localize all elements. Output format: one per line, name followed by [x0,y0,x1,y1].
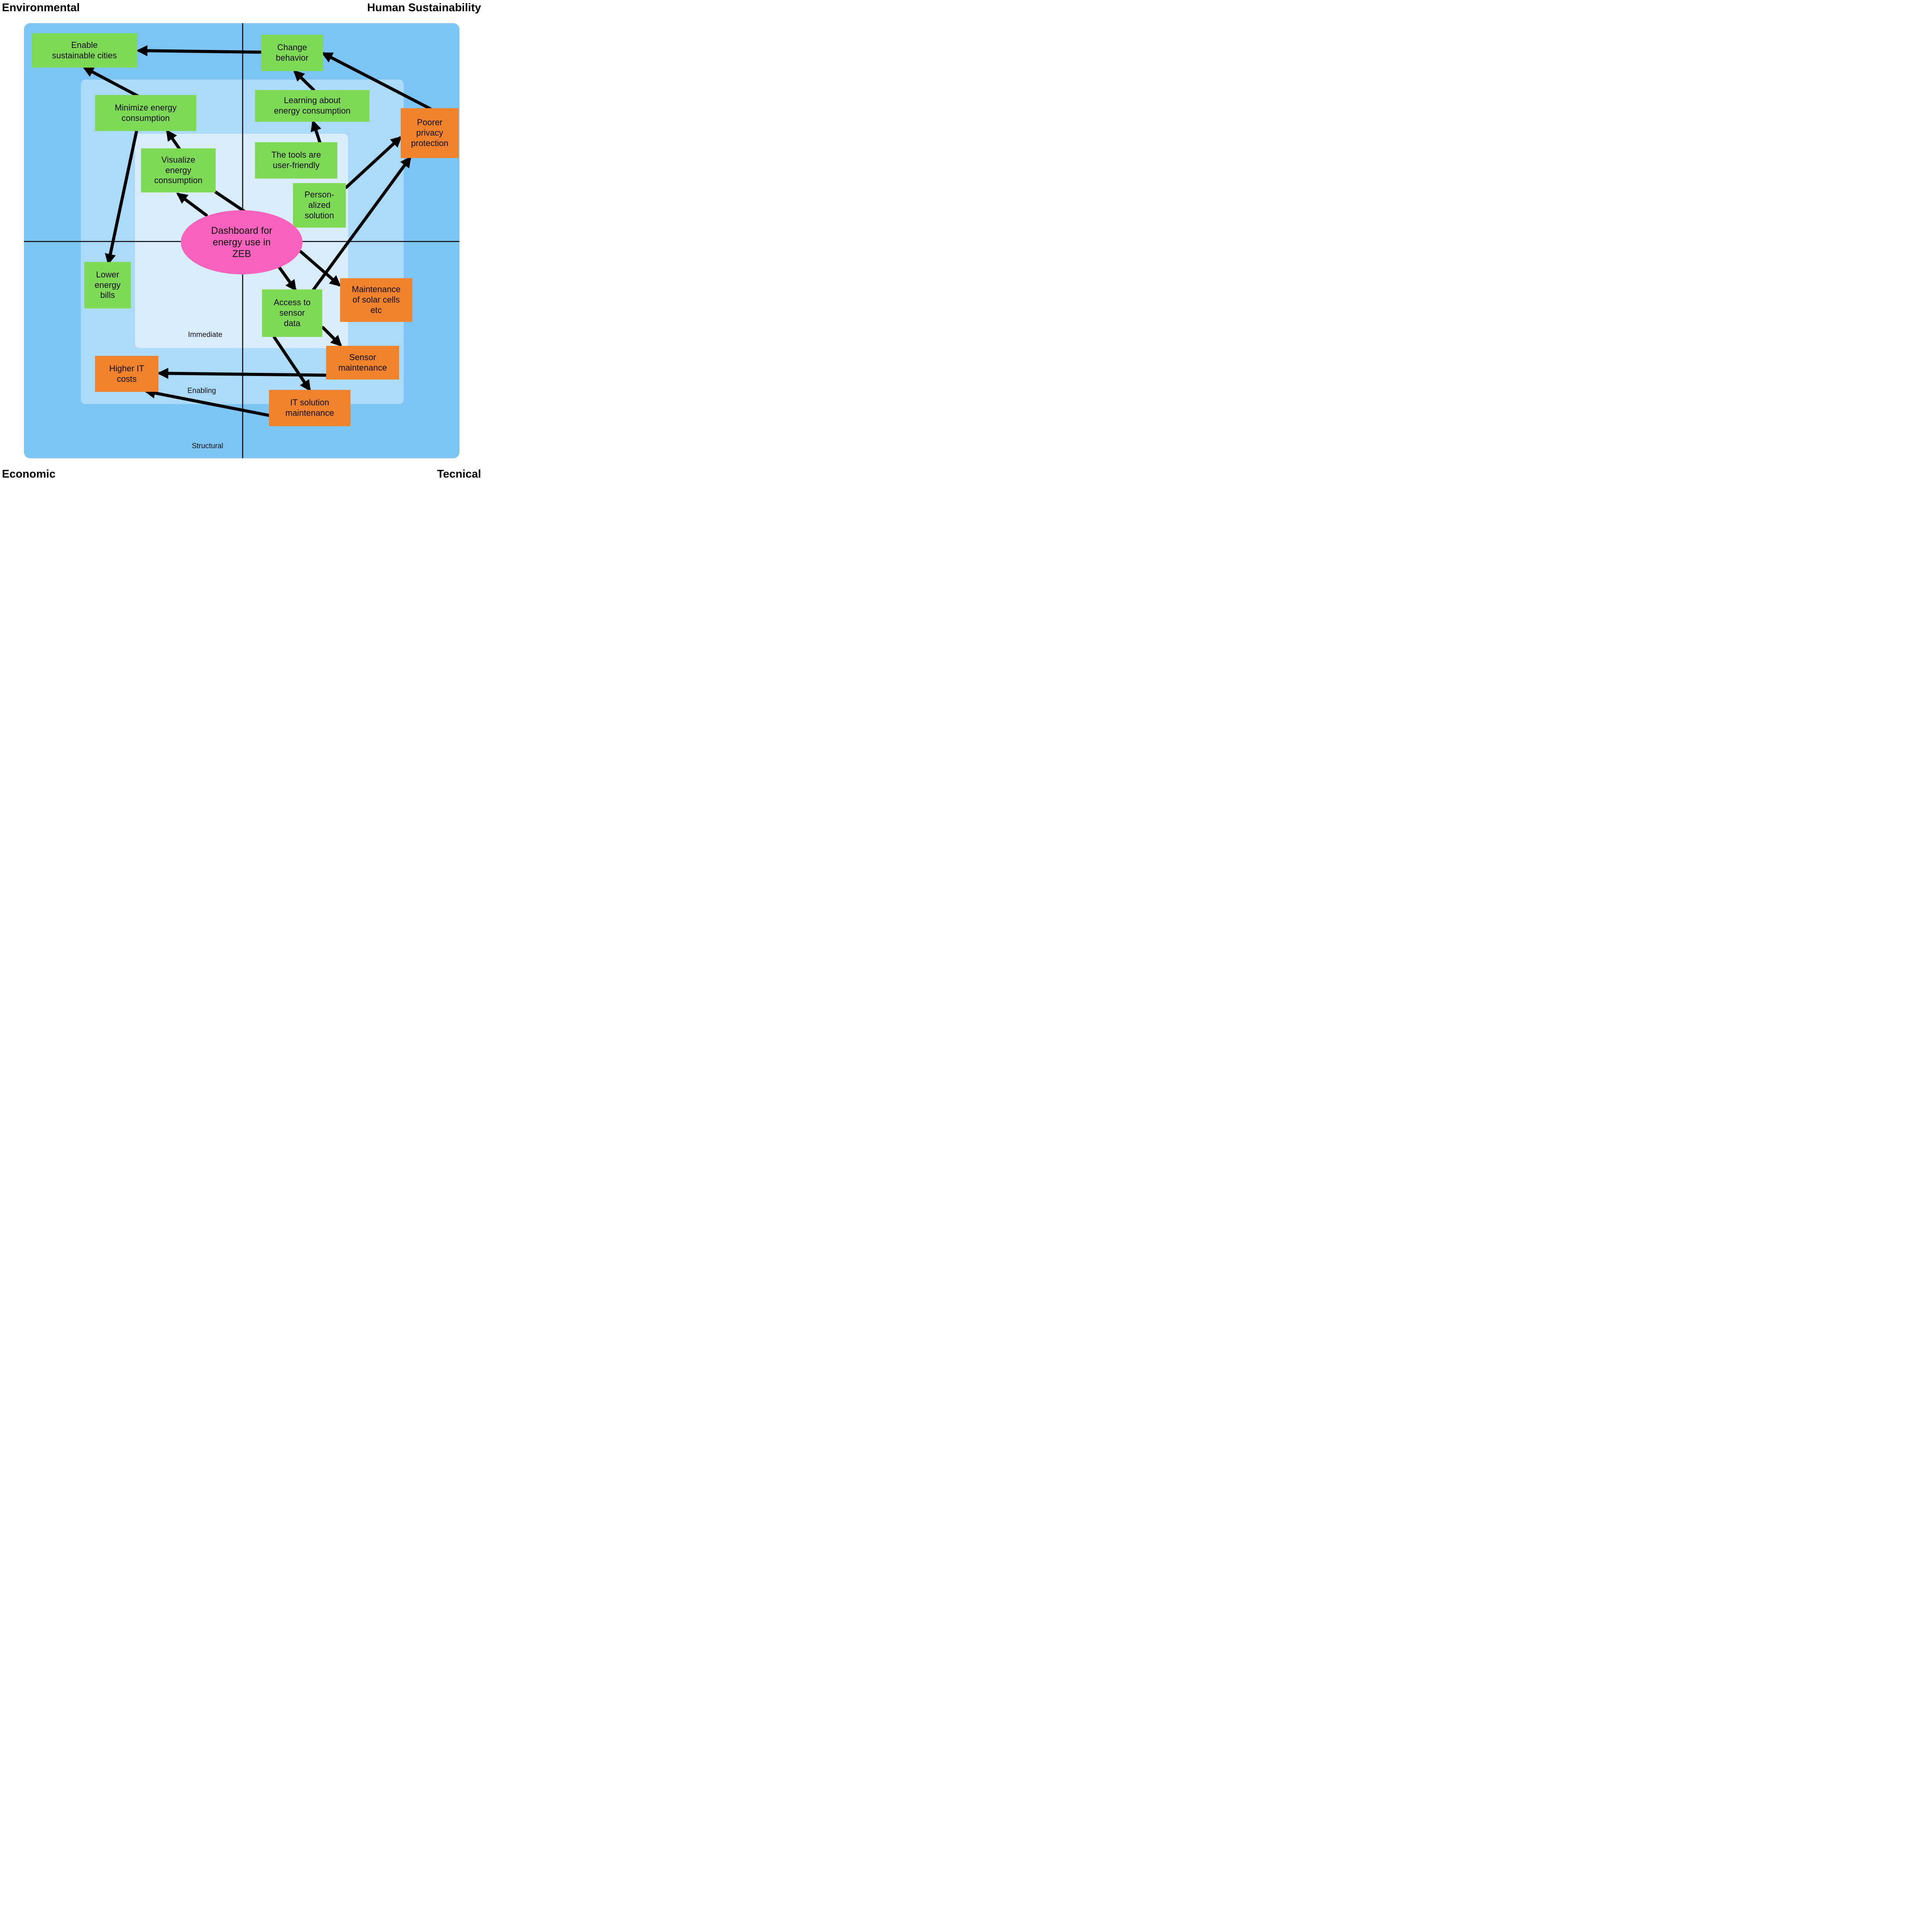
node-access-sensor-data: Access to sensor data [262,289,322,337]
central-artifact-ellipse: Dashboard for energy use in ZEB [181,210,303,274]
node-sensor-maintenance: Sensor maintenance [326,346,399,379]
node-maintenance-solar: Maintenance of solar cells etc [340,278,412,322]
edge-dashboard-to-visualize-energy [176,192,208,217]
edge-tools-user-friendly-to-learning-about-energy [311,120,321,144]
edges-and-axes-layer [24,23,459,458]
node-visualize-energy: Visualize energy consumption [141,148,216,192]
edge-minimize-energy-to-enable-sustainable-cities [82,66,139,97]
arrow-group [82,45,432,417]
node-lower-energy-bills: Lower energy bills [84,262,131,308]
edge-dashboard-to-maintenance-solar [299,250,341,287]
ring-label-enabling: Enabling [187,387,216,395]
edge-sensor-maintenance-to-higher-it-costs [157,367,328,379]
node-minimize-energy: Minimize energy consumption [95,95,196,131]
ring-label-immediate: Immediate [188,331,223,339]
edge-minimize-energy-to-lower-energy-bills [105,130,138,265]
edge-learning-about-energy-to-change-behavior [293,70,315,92]
edge-change-behavior-to-enable-sustainable-cities [136,45,263,56]
quadrant-label-human-sustainability: Human Sustainability [367,2,481,14]
ring-label-structural: Structural [192,442,223,450]
diagram-canvas: Environmental Human Sustainability Econo… [0,0,483,483]
node-personalized-solution: Person- alized solution [293,183,346,228]
edge-access-sensor-data-to-sensor-maintenance [321,326,342,347]
edge-visualize-energy-to-dashboard [214,190,247,213]
node-enable-sustainable-cities: Enable sustainable cities [32,33,137,68]
quadrant-label-environmental: Environmental [2,2,80,14]
node-higher-it-costs: Higher IT costs [95,356,158,392]
node-change-behavior: Change behavior [261,35,323,71]
edge-access-sensor-data-to-it-solution-maintenance [273,336,311,391]
quadrant-label-tecnical: Tecnical [437,468,481,480]
node-it-solution-maintenance: IT solution maintenance [269,390,350,426]
node-poorer-privacy: Poorer privacy protection [401,108,459,158]
quadrant-label-economic: Economic [2,468,56,480]
node-learning-about-energy: Learning about energy consumption [255,90,369,122]
edge-poorer-privacy-to-change-behavior [321,52,432,110]
edge-personalized-solution-to-poorer-privacy [345,136,402,189]
edge-visualize-energy-to-minimize-energy [166,129,181,151]
node-tools-user-friendly: The tools are user-friendly [255,142,337,179]
edge-it-solution-maintenance-to-higher-it-costs [144,388,270,417]
edge-access-sensor-data-to-poorer-privacy [312,156,412,291]
